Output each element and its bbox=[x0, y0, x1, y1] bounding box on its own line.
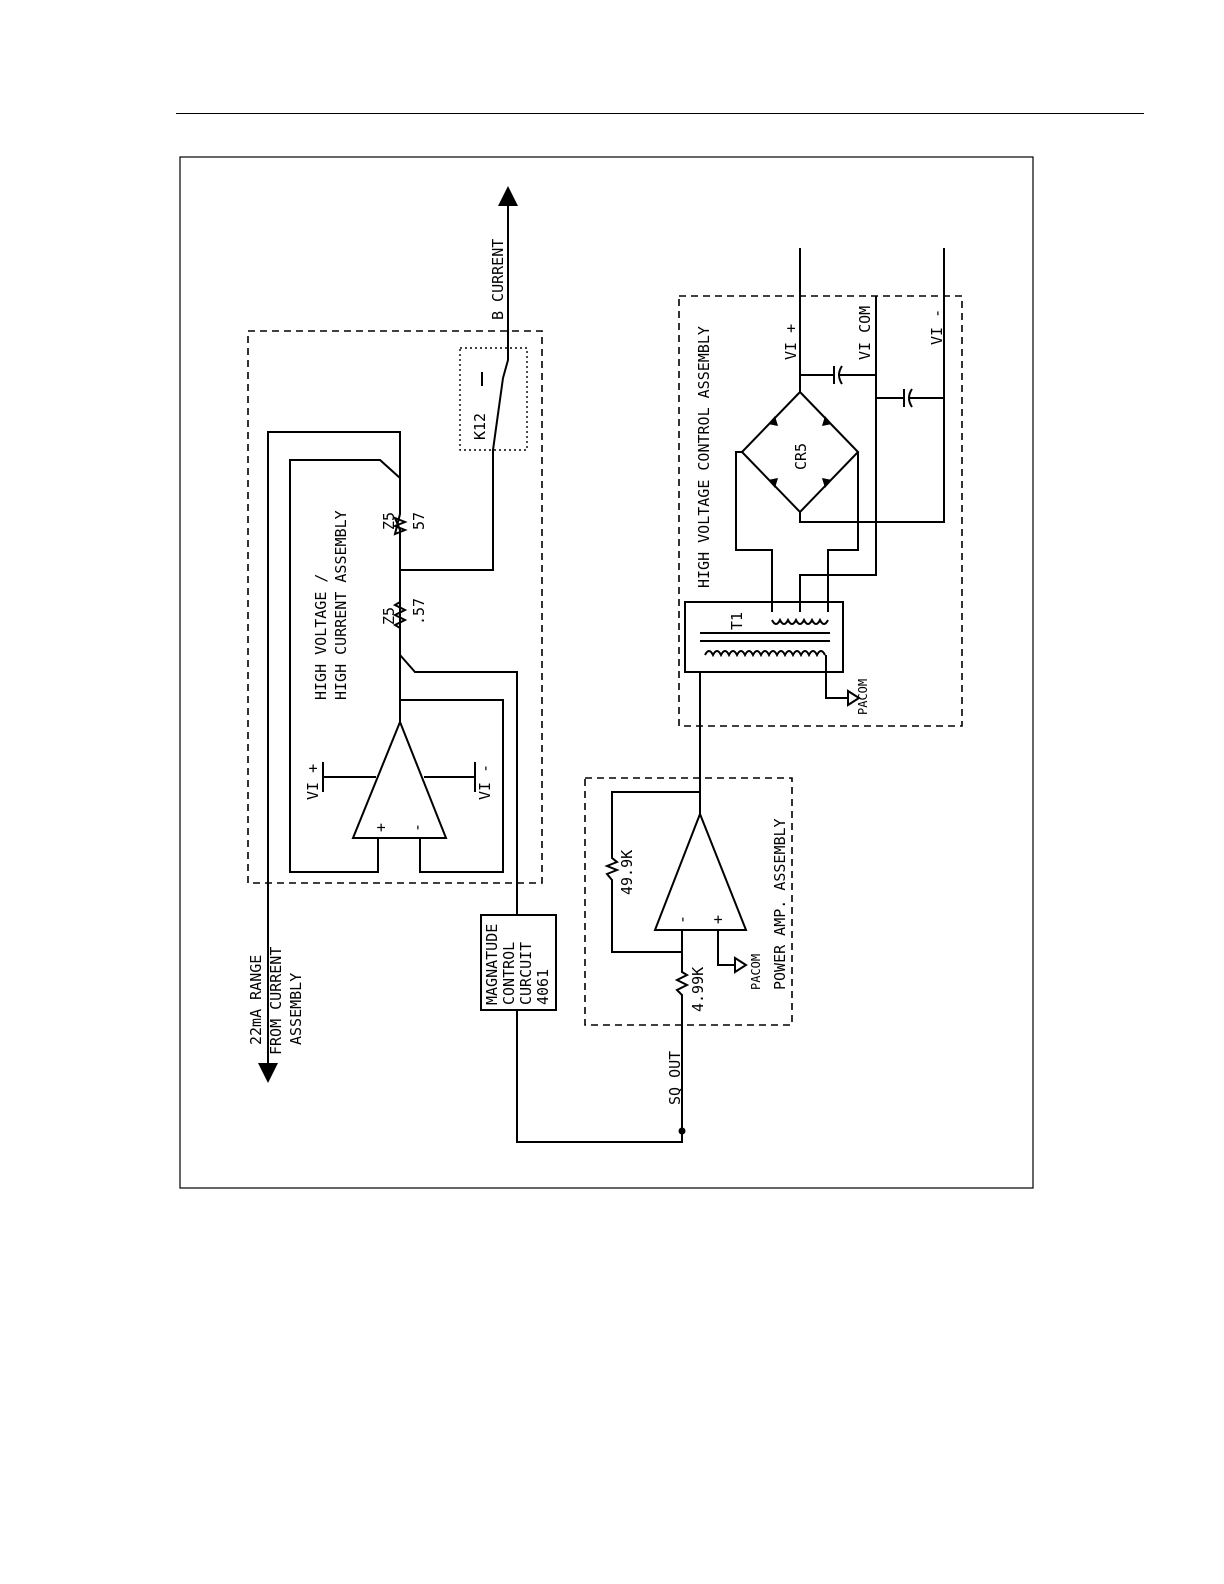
mag-label-line4: 4061 bbox=[534, 969, 552, 1005]
vi-minus-out-label: VI - bbox=[928, 309, 946, 345]
input-label-line2: FROM CURRENT bbox=[267, 947, 285, 1055]
pacom-pa-label: PACOM bbox=[749, 954, 763, 990]
r2-label: 49.9K bbox=[618, 850, 636, 895]
power-amp-opamp bbox=[655, 814, 746, 930]
input-label-line3: ASSEMBLY bbox=[287, 973, 305, 1045]
t1-pacom-wire bbox=[826, 655, 848, 698]
vi-com-out-label: VI COM bbox=[856, 306, 874, 360]
vi-plus-hv-label: VI + bbox=[304, 764, 322, 800]
relay-k12-wire bbox=[400, 378, 503, 570]
t1-label: T1 bbox=[728, 612, 746, 630]
sq-out-junction bbox=[679, 1128, 686, 1135]
pa-plus-label: + bbox=[709, 915, 727, 924]
relay-k12-label: K12 bbox=[471, 413, 489, 440]
z5-lower-value: .57 bbox=[410, 598, 428, 625]
hv-hc-title-line1: HIGH VOLTAGE / bbox=[312, 574, 330, 700]
mag-label-line1: MAGNATUDE bbox=[483, 924, 501, 1005]
t1-transformer-outline bbox=[685, 602, 843, 672]
cr5-label: CR5 bbox=[792, 443, 810, 470]
hv-hc-title-line2: HIGH CURRENT ASSEMBLY bbox=[332, 510, 350, 700]
pacom-t1-label: PACOM bbox=[856, 679, 870, 715]
vi-plus-out-label: VI + bbox=[782, 324, 800, 360]
b-current-label: B CURRENT bbox=[489, 239, 507, 320]
pacom-ground-pa bbox=[735, 958, 746, 972]
vi-minus-hv-label: VI - bbox=[476, 764, 494, 800]
pa-plus-ground bbox=[718, 930, 735, 965]
opamp-minus-label: - bbox=[408, 823, 426, 832]
secondary-wire-b bbox=[828, 452, 858, 612]
mag-label-line3: CURCUIT bbox=[517, 942, 535, 1005]
power-amp-title: POWER AMP. ASSEMBLY bbox=[771, 818, 789, 990]
opamp-plus-label: + bbox=[372, 823, 390, 832]
figure-frame bbox=[180, 157, 1033, 1188]
r1-label: 4.99K bbox=[689, 967, 707, 1012]
bridge-bottom-wire bbox=[800, 248, 944, 522]
t1-secondary-coil bbox=[772, 620, 828, 624]
hv-control-assembly-boundary bbox=[679, 296, 962, 726]
mag-label-line2: CONTROL bbox=[500, 942, 518, 1005]
sq-out-wire bbox=[517, 1010, 682, 1142]
z5-tap-wire bbox=[400, 655, 517, 915]
r1-resistor bbox=[677, 952, 687, 1010]
z5-upper-label: Z5 bbox=[380, 512, 398, 530]
secondary-wire-a bbox=[736, 452, 772, 612]
hv-opamp bbox=[353, 722, 446, 838]
z5-upper-value: 57 bbox=[410, 512, 428, 530]
pa-minus-label: - bbox=[673, 915, 691, 924]
hv-control-title: HIGH VOLTAGE CONTROL ASSEMBLY bbox=[695, 326, 713, 588]
input-label-line1: 22mA RANGE bbox=[247, 955, 265, 1045]
z5-lower-label: Z5 bbox=[380, 607, 398, 625]
sq-out-label: SQ OUT bbox=[666, 1051, 684, 1105]
t1-primary-coil bbox=[705, 651, 825, 655]
